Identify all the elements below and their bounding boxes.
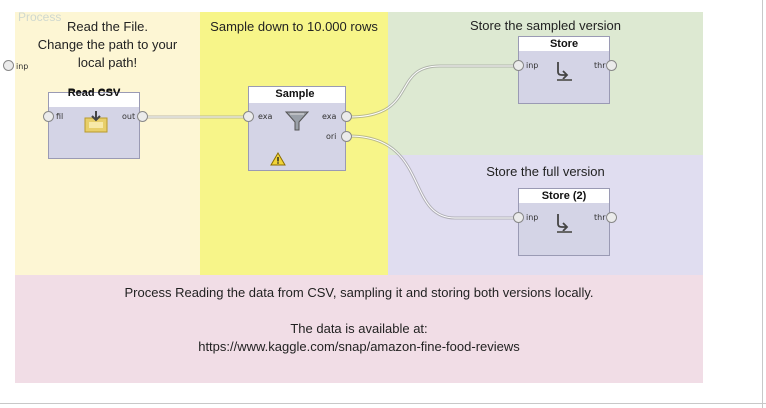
operator-read-csv-in-ring[interactable] <box>43 111 54 122</box>
operator-store-in-port: inp <box>526 61 539 70</box>
operator-sample-in-ring[interactable] <box>243 111 254 122</box>
operator-store-2-in-ring[interactable] <box>513 212 524 223</box>
canvas-right-border <box>762 0 763 408</box>
warning-icon[interactable] <box>270 152 286 166</box>
operator-store-2-title: Store (2) <box>541 190 587 202</box>
operator-read-csv-in-port: fil <box>56 112 64 121</box>
operator-store-out-port: thr <box>594 61 606 70</box>
zone-store-full-note: Store the full version <box>486 164 605 179</box>
store-icon <box>557 62 572 81</box>
operator-read-csv-header <box>48 92 140 107</box>
operator-store-2-header <box>518 188 610 203</box>
operator-store-out-ring[interactable] <box>606 60 617 71</box>
canvas-bottom-border <box>0 403 766 404</box>
operator-sample-out-port-2: ori <box>326 132 337 141</box>
store-icon <box>557 214 572 233</box>
operator-read-csv-out-port: out <box>122 112 136 121</box>
process-label: Process <box>18 10 62 24</box>
zone-description <box>15 275 703 383</box>
zone-store-sampled-note: Store the sampled version <box>469 18 622 33</box>
zone-read-line2: Change the path to your <box>37 37 178 52</box>
operator-read-csv-out-ring[interactable] <box>137 111 148 122</box>
zone-description-note: Process Reading the data from CSV, sampl… <box>15 284 703 356</box>
operator-store-2-out-ring[interactable] <box>606 212 617 223</box>
zone-read-line3: local path! <box>77 55 138 70</box>
zone-sample-note: Sample down to 10.000 rows <box>210 19 378 34</box>
operator-sample-header <box>248 86 346 103</box>
operator-sample-out-port-1: exa <box>322 112 337 121</box>
operator-store-2-in-port: inp <box>526 213 539 222</box>
operator-store-2-out-port: thr <box>594 213 606 222</box>
operator-sample-title: Sample <box>275 88 315 100</box>
zone-read-line1: Read the File. <box>67 19 148 34</box>
description-line1: Process Reading the data from CSV, sampl… <box>124 285 594 300</box>
process-input-port-label: inp <box>16 62 29 71</box>
operator-store-title: Store <box>549 38 579 50</box>
description-line2: The data is available at: <box>290 321 428 336</box>
zone-read-file-note: Read the File. Change the path to your l… <box>15 18 200 72</box>
operator-sample-in-port: exa <box>258 112 273 121</box>
process-input-port[interactable] <box>3 60 14 71</box>
filter-funnel-icon <box>284 111 310 131</box>
operator-sample-out-ring-2[interactable] <box>341 131 352 142</box>
operator-store-in-ring[interactable] <box>513 60 524 71</box>
description-line3: https://www.kaggle.com/snap/amazon-fine-… <box>198 339 520 354</box>
operator-store-header <box>518 36 610 51</box>
read-csv-icon <box>84 111 108 133</box>
operator-sample-out-ring-1[interactable] <box>341 111 352 122</box>
operator-read-csv-title-label: Read CSV <box>67 87 121 99</box>
